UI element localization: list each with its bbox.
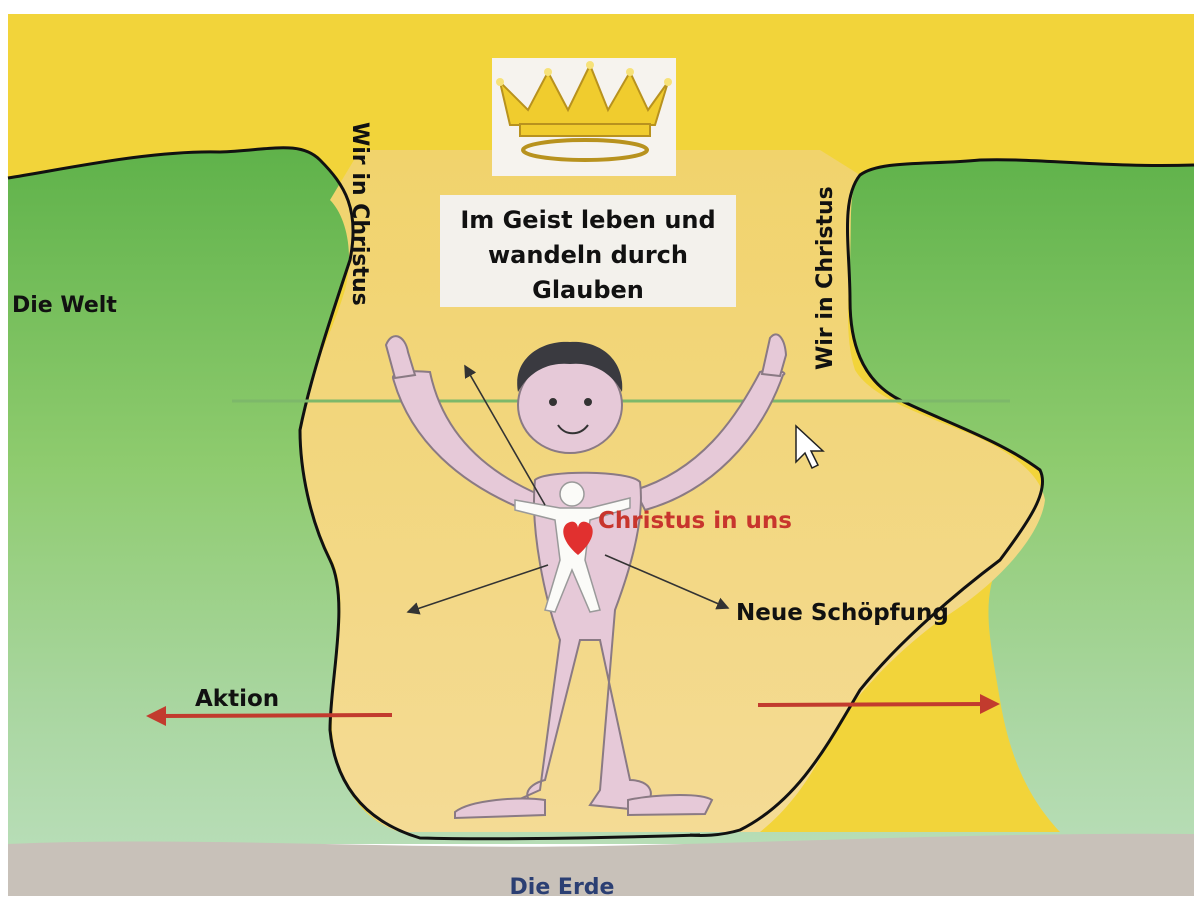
label-wir-in-christus-right: Wir in Christus [813, 186, 838, 370]
label-christus-in-uns: Christus in uns [598, 508, 792, 534]
label-die-erde: Die Erde [510, 875, 615, 900]
crown-icon [492, 58, 676, 176]
label-aktion: Aktion [195, 686, 279, 712]
title-line-3: Glauben [532, 276, 644, 304]
title-line-1: Im Geist leben und [460, 206, 715, 234]
title-line-2: wandeln durch [488, 241, 688, 269]
label-die-welt: Die Welt [12, 293, 117, 318]
label-neue-schoepfung: Neue Schöpfung [736, 600, 949, 626]
label-wir-in-christus-left: Wir in Christus [347, 122, 372, 306]
